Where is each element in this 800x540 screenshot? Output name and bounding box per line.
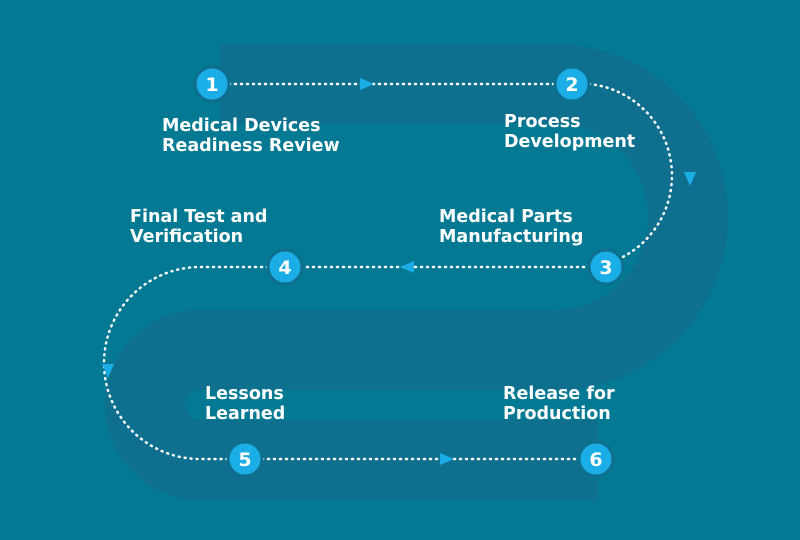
- step-label-line: Manufacturing: [439, 227, 584, 247]
- step-label-6: Release for Production: [503, 384, 615, 424]
- step-node-5: 5: [226, 440, 264, 478]
- step-number: 5: [238, 449, 251, 471]
- step-label-line: Release for: [503, 384, 615, 404]
- arrowhead-icon: [684, 172, 696, 186]
- step-node-1: 1: [193, 65, 231, 103]
- connector-4-5: [102, 265, 270, 461]
- step-number: 1: [205, 74, 218, 96]
- step-number: 2: [565, 74, 578, 96]
- road-band: [105, 43, 728, 500]
- step-label-4: Final Test and Verification: [130, 207, 267, 247]
- step-label-line: Readiness Review: [162, 136, 340, 156]
- step-label-1: Medical Devices Readiness Review: [162, 116, 340, 156]
- step-label-line: Medical Parts: [439, 207, 573, 227]
- step-node-4: 4: [266, 248, 304, 286]
- step-label-line: Lessons: [205, 384, 284, 404]
- connector-2-3: [587, 82, 674, 269]
- step-number: 3: [599, 257, 612, 279]
- step-label-2: Process Development: [504, 112, 635, 152]
- step-label-3: Medical Parts Manufacturing: [439, 207, 583, 247]
- step-node-3: 3: [587, 248, 625, 286]
- step-label-line: Development: [504, 132, 636, 152]
- arrowhead-icon: [360, 78, 374, 90]
- step-node-2: 2: [553, 65, 591, 103]
- step-number: 4: [278, 257, 291, 279]
- step-label-line: Learned: [205, 404, 286, 424]
- step-label-line: Medical Devices: [162, 116, 321, 136]
- step-label-line: Verification: [130, 227, 244, 247]
- step-label-line: Final Test and: [130, 207, 268, 227]
- step-node-6: 6: [577, 440, 615, 478]
- step-number: 6: [589, 449, 602, 471]
- step-label-line: Process: [504, 112, 581, 132]
- arrowhead-icon: [440, 453, 454, 465]
- arrowhead-icon: [400, 261, 414, 273]
- step-label-line: Production: [503, 404, 611, 424]
- arrowhead-icon: [102, 364, 114, 378]
- step-label-5: Lessons Learned: [205, 384, 285, 424]
